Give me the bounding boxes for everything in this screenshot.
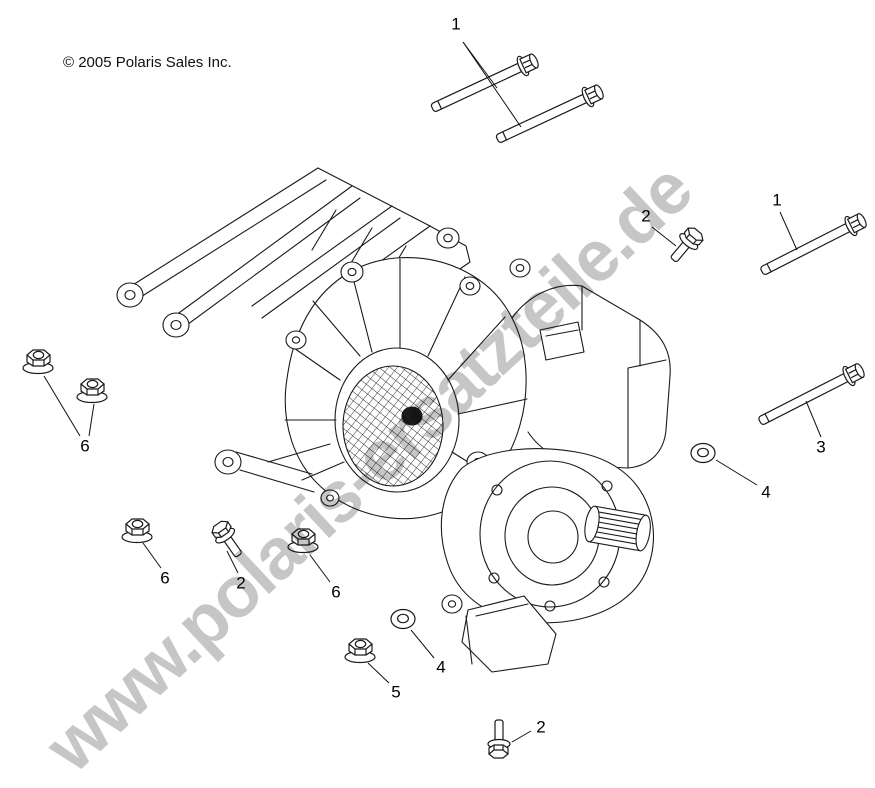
callout-hex-flange-bolt-short: 2 bbox=[641, 206, 651, 226]
callout-hex-flange-bolt-long-pair: 1 bbox=[451, 14, 461, 34]
flange-nut-item6-d bbox=[287, 528, 319, 554]
gearcase-assembly bbox=[116, 167, 671, 673]
washer-item4-b bbox=[390, 608, 416, 630]
leader-lines bbox=[43, 41, 822, 743]
callout-hex-flange-bolt-short: 2 bbox=[236, 573, 246, 593]
mounting-bracket bbox=[116, 167, 471, 338]
callout-hex-flange-bolt-long: 3 bbox=[816, 437, 826, 457]
callout-hex-flange-nut-pair: 6 bbox=[80, 436, 90, 456]
bolt-short-item2-c bbox=[487, 719, 511, 759]
washer-item4-a bbox=[690, 442, 716, 464]
flange-nut-item6-b bbox=[76, 378, 108, 404]
callout-flat-washer: 4 bbox=[761, 482, 771, 502]
bolt-long-item1-b bbox=[492, 80, 607, 150]
bolt-long-item1-c bbox=[756, 209, 870, 282]
bolt-long-item3 bbox=[754, 359, 868, 432]
copyright-text: © 2005 Polaris Sales Inc. bbox=[63, 54, 232, 71]
callout-hex-flange-nut: 6 bbox=[331, 582, 341, 602]
callout-hex-flange-bolt-short: 2 bbox=[536, 717, 546, 737]
gear-opening-hatched bbox=[342, 365, 444, 487]
bolt-short-item2-a bbox=[664, 223, 707, 268]
hub-plug bbox=[401, 406, 423, 426]
gearcase-front-face bbox=[284, 257, 528, 520]
flange-nut-item6-a bbox=[22, 349, 54, 375]
lower-bracket-arm bbox=[214, 443, 331, 493]
bolt-short-item2-b bbox=[207, 517, 249, 563]
callout-flat-washer: 4 bbox=[436, 657, 446, 677]
rear-housing bbox=[509, 258, 671, 469]
splined-output-shaft bbox=[584, 505, 651, 552]
callout-lock-nut: 5 bbox=[391, 682, 401, 702]
output-cover bbox=[479, 460, 621, 612]
lock-nut-item5 bbox=[344, 638, 376, 664]
bolt-long-item1-a bbox=[427, 49, 542, 119]
callout-hex-flange-bolt-long: 1 bbox=[772, 190, 782, 210]
callout-hex-flange-nut: 6 bbox=[160, 568, 170, 588]
flange-nut-item6-c bbox=[121, 518, 153, 544]
mount-foot bbox=[441, 594, 557, 673]
